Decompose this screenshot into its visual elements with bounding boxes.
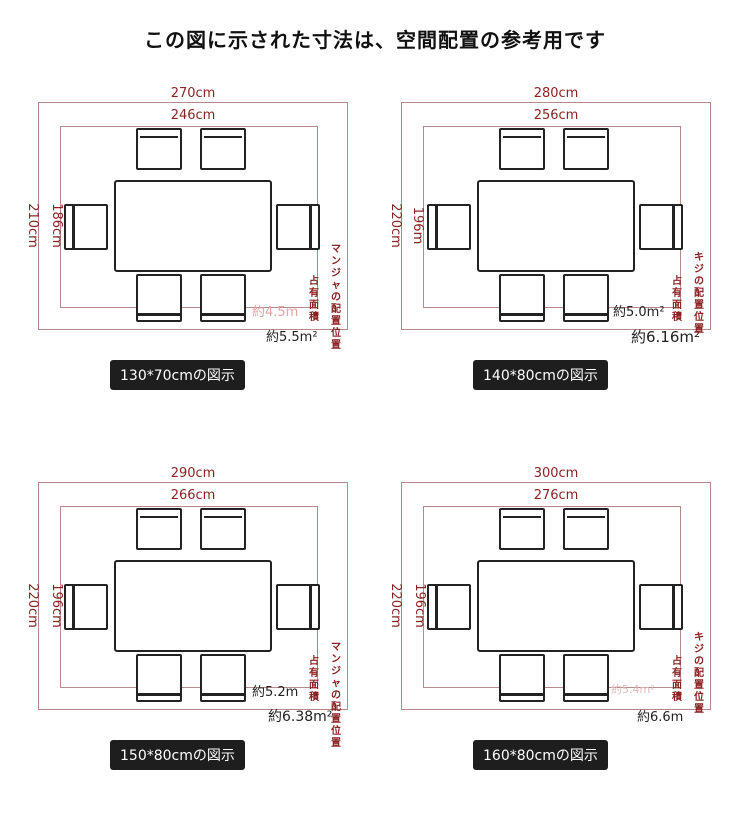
layout-panel-4: 300cm 276cm 220cm 196cm 約5.4m² 約6.6m 占有面… — [388, 462, 715, 792]
chair-top-left — [136, 128, 182, 170]
size-caption: 160*80cmの図示 — [473, 740, 608, 770]
occupied-area-label: 占有面積 — [672, 276, 682, 323]
placement-label: マンジャの配置位置 — [331, 244, 341, 351]
layout-panel-2: 280cm 256cm 220cm 196m 約5.0m² 約6.16m² 占有… — [388, 82, 715, 412]
chair-top-right — [200, 128, 246, 170]
chair-bottom-right — [563, 654, 609, 702]
dining-table — [114, 180, 272, 272]
outer-height-label: 220cm — [387, 203, 403, 248]
outer-width-label: 270cm — [170, 86, 216, 101]
placement-label: マンジャの配置位置 — [331, 642, 341, 749]
chair-right — [276, 204, 320, 250]
inner-area-value: 約5.2m — [252, 685, 299, 700]
outer-area-value: 約6.38m² — [268, 709, 333, 725]
placement-label: キジの配置位置 — [694, 632, 704, 715]
outer-width-label: 290cm — [170, 466, 216, 481]
layout-panel-3: 290cm 266cm 220cm 196cm 約5.2m 約6.38m² 占有… — [25, 462, 352, 792]
placement-label: キジの配置位置 — [694, 252, 704, 335]
inner-width-label: 246cm — [170, 108, 216, 123]
chair-bottom-right — [200, 274, 246, 322]
outer-area-value: 約5.5m² — [266, 330, 318, 345]
chair-right — [276, 584, 320, 630]
layout-panel-1: 270cm 246cm 210cm 186cm 約4.5m 約5.5m² 占有面… — [25, 82, 352, 412]
inner-area-value: 約5.0m² — [613, 305, 665, 320]
inner-height-label: 196m — [410, 206, 426, 245]
size-caption: 150*80cmの図示 — [110, 740, 245, 770]
chair-top-left — [136, 508, 182, 550]
page-title: この図に示された寸法は、空間配置の参考用です — [144, 28, 606, 52]
chair-right — [639, 584, 683, 630]
chair-top-left — [499, 508, 545, 550]
chair-bottom-right — [200, 654, 246, 702]
chair-left — [427, 204, 471, 250]
occupied-area-label: 占有面積 — [672, 656, 682, 703]
outer-area-box — [401, 102, 711, 330]
occupied-area-label: 占有面積 — [309, 276, 319, 323]
outer-area-value: 約6.16m² — [631, 328, 701, 346]
chair-bottom-left — [499, 274, 545, 322]
chair-bottom-left — [136, 654, 182, 702]
size-caption: 130*70cmの図示 — [110, 360, 245, 390]
inner-width-label: 276cm — [533, 488, 579, 503]
inner-area-value: 約4.5m — [252, 305, 299, 320]
outer-width-label: 280cm — [533, 86, 579, 101]
outer-height-label: 220cm — [387, 583, 403, 628]
chair-top-right — [563, 508, 609, 550]
chair-left — [427, 584, 471, 630]
inner-height-label: 196cm — [48, 583, 64, 628]
dining-table — [114, 560, 272, 652]
inner-width-label: 256cm — [533, 108, 579, 123]
inner-height-label: 196cm — [411, 583, 427, 628]
outer-height-label: 220cm — [24, 583, 40, 628]
occupied-area-label: 占有面積 — [309, 656, 319, 703]
outer-width-label: 300cm — [533, 466, 579, 481]
chair-left — [64, 584, 108, 630]
size-caption: 140*80cmの図示 — [473, 360, 608, 390]
chair-top-right — [200, 508, 246, 550]
chair-top-right — [563, 128, 609, 170]
outer-area-box — [401, 482, 711, 710]
inner-area-value: 約5.4m² — [611, 683, 655, 696]
inner-width-label: 266cm — [170, 488, 216, 503]
chair-right — [639, 204, 683, 250]
chair-left — [64, 204, 108, 250]
chair-bottom-left — [136, 274, 182, 322]
chair-bottom-left — [499, 654, 545, 702]
outer-area-box — [38, 482, 348, 710]
outer-area-value: 約6.6m — [637, 710, 684, 725]
inner-height-label: 186cm — [48, 203, 64, 248]
dining-table — [477, 560, 635, 652]
chair-bottom-right — [563, 274, 609, 322]
dining-table — [477, 180, 635, 272]
outer-area-box — [38, 102, 348, 330]
outer-height-label: 210cm — [24, 203, 40, 248]
chair-top-left — [499, 128, 545, 170]
